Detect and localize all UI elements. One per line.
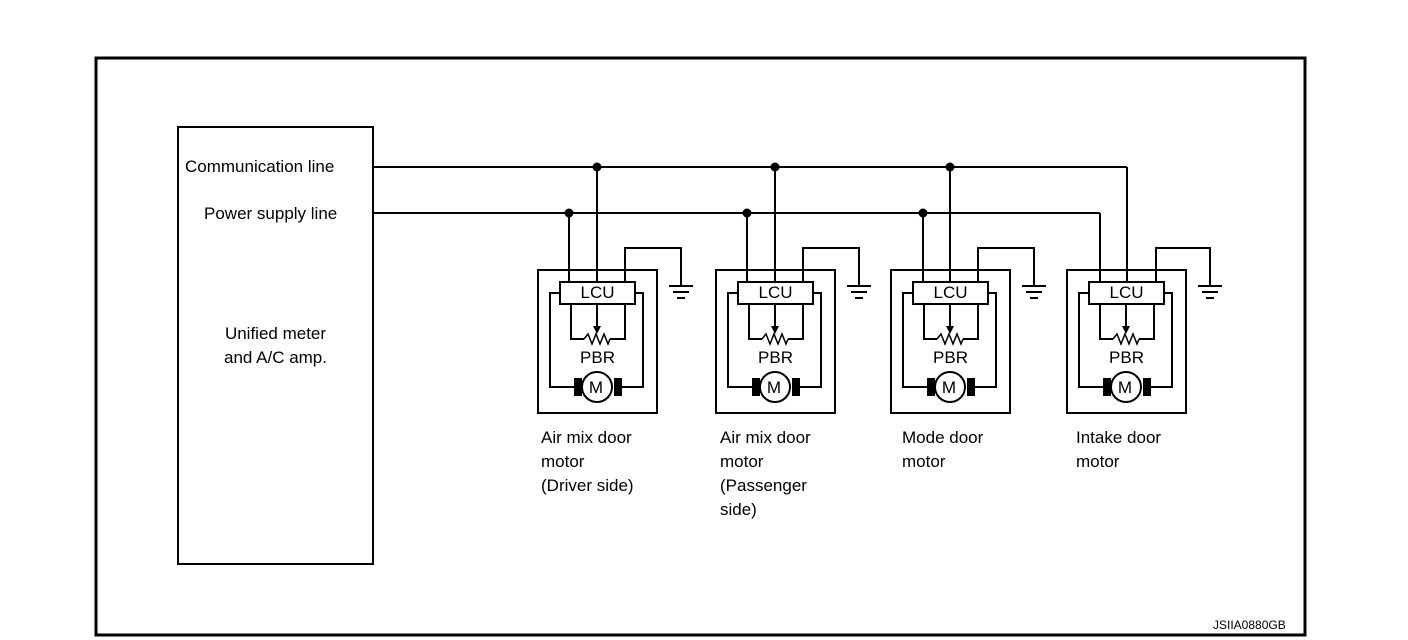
motor-brush-left [927, 378, 935, 396]
controller-box [177, 126, 374, 565]
motor-brush-left [574, 378, 582, 396]
motor-circle [759, 371, 791, 403]
motor-caption: Air mix door motor (Passenger side) [720, 428, 811, 519]
pbr-label: PBR [933, 348, 968, 367]
power-junction-dot [918, 208, 928, 218]
lcu-label: LCU [580, 283, 615, 302]
motor-wire-left [727, 292, 754, 388]
communication-junction-dot [592, 162, 602, 172]
communication-line-label: Communication line [185, 157, 335, 176]
pbr-wire-right [1139, 304, 1155, 340]
communication-junction-dot [945, 162, 955, 172]
pbr-wire-left [1099, 304, 1113, 340]
motor-brush-right [967, 378, 975, 396]
pbr-resistor [1112, 331, 1140, 347]
motor-wire-left [1078, 292, 1105, 388]
motor-brush-left [752, 378, 760, 396]
motor-wire-right [798, 292, 822, 388]
motor-caption: Mode door motor [902, 428, 984, 471]
pbr-resistor [583, 331, 611, 347]
controller-label: Unified meter and A/C amp. [223, 324, 327, 367]
pbr-resistor [761, 331, 789, 347]
motor-wire-right [973, 292, 997, 388]
pbr-wire-right [963, 304, 979, 340]
ground-wire [1155, 247, 1211, 286]
motor-wire-left [549, 292, 576, 388]
ground-wire [624, 247, 682, 286]
ground-wire [977, 247, 1035, 286]
motor-wire-right [620, 292, 644, 388]
pbr-label: PBR [580, 348, 615, 367]
lcu-label: LCU [758, 283, 793, 302]
pbr-wire-right [610, 304, 626, 340]
pbr-wire-left [748, 304, 762, 340]
motor-symbol: M [1117, 378, 1133, 397]
motor-caption: Intake door motor [1076, 428, 1162, 471]
power-junction-dot [742, 208, 752, 218]
motor-circle [1110, 371, 1142, 403]
motor-wire-left [902, 292, 929, 388]
ground-wire [802, 247, 860, 286]
motor-brush-right [614, 378, 622, 396]
pbr-label: PBR [758, 348, 793, 367]
pbr-wiper-arrow [946, 326, 954, 334]
pbr-wiper-arrow [1122, 326, 1130, 334]
outer-frame [94, 56, 1307, 637]
figure-code: JSIIA0880GB [1213, 618, 1286, 632]
pbr-resistor [936, 331, 964, 347]
motor-symbol: M [941, 378, 957, 397]
pbr-wire-left [923, 304, 937, 340]
pbr-wire-left [570, 304, 584, 340]
lcu-label: LCU [1109, 283, 1144, 302]
power-supply-line-label: Power supply line [204, 204, 338, 223]
motor-brush-right [1143, 378, 1151, 396]
pbr-wire-right [788, 304, 804, 340]
motor-symbol: M [766, 378, 782, 397]
motor-circle [934, 371, 966, 403]
motor-units [537, 162, 1222, 414]
motor-brush-left [1103, 378, 1111, 396]
communication-junction-dot [770, 162, 780, 172]
power-junction-dot [564, 208, 574, 218]
motor-caption: Air mix door motor (Driver side) [541, 428, 634, 495]
pbr-wiper-arrow [771, 326, 779, 334]
lcu-label: LCU [933, 283, 968, 302]
motor-circle [581, 371, 613, 403]
pbr-wiper-arrow [593, 326, 601, 334]
motor-symbol: M [588, 378, 604, 397]
pbr-label: PBR [1109, 348, 1144, 367]
motor-brush-right [792, 378, 800, 396]
motor-wire-right [1149, 292, 1173, 388]
